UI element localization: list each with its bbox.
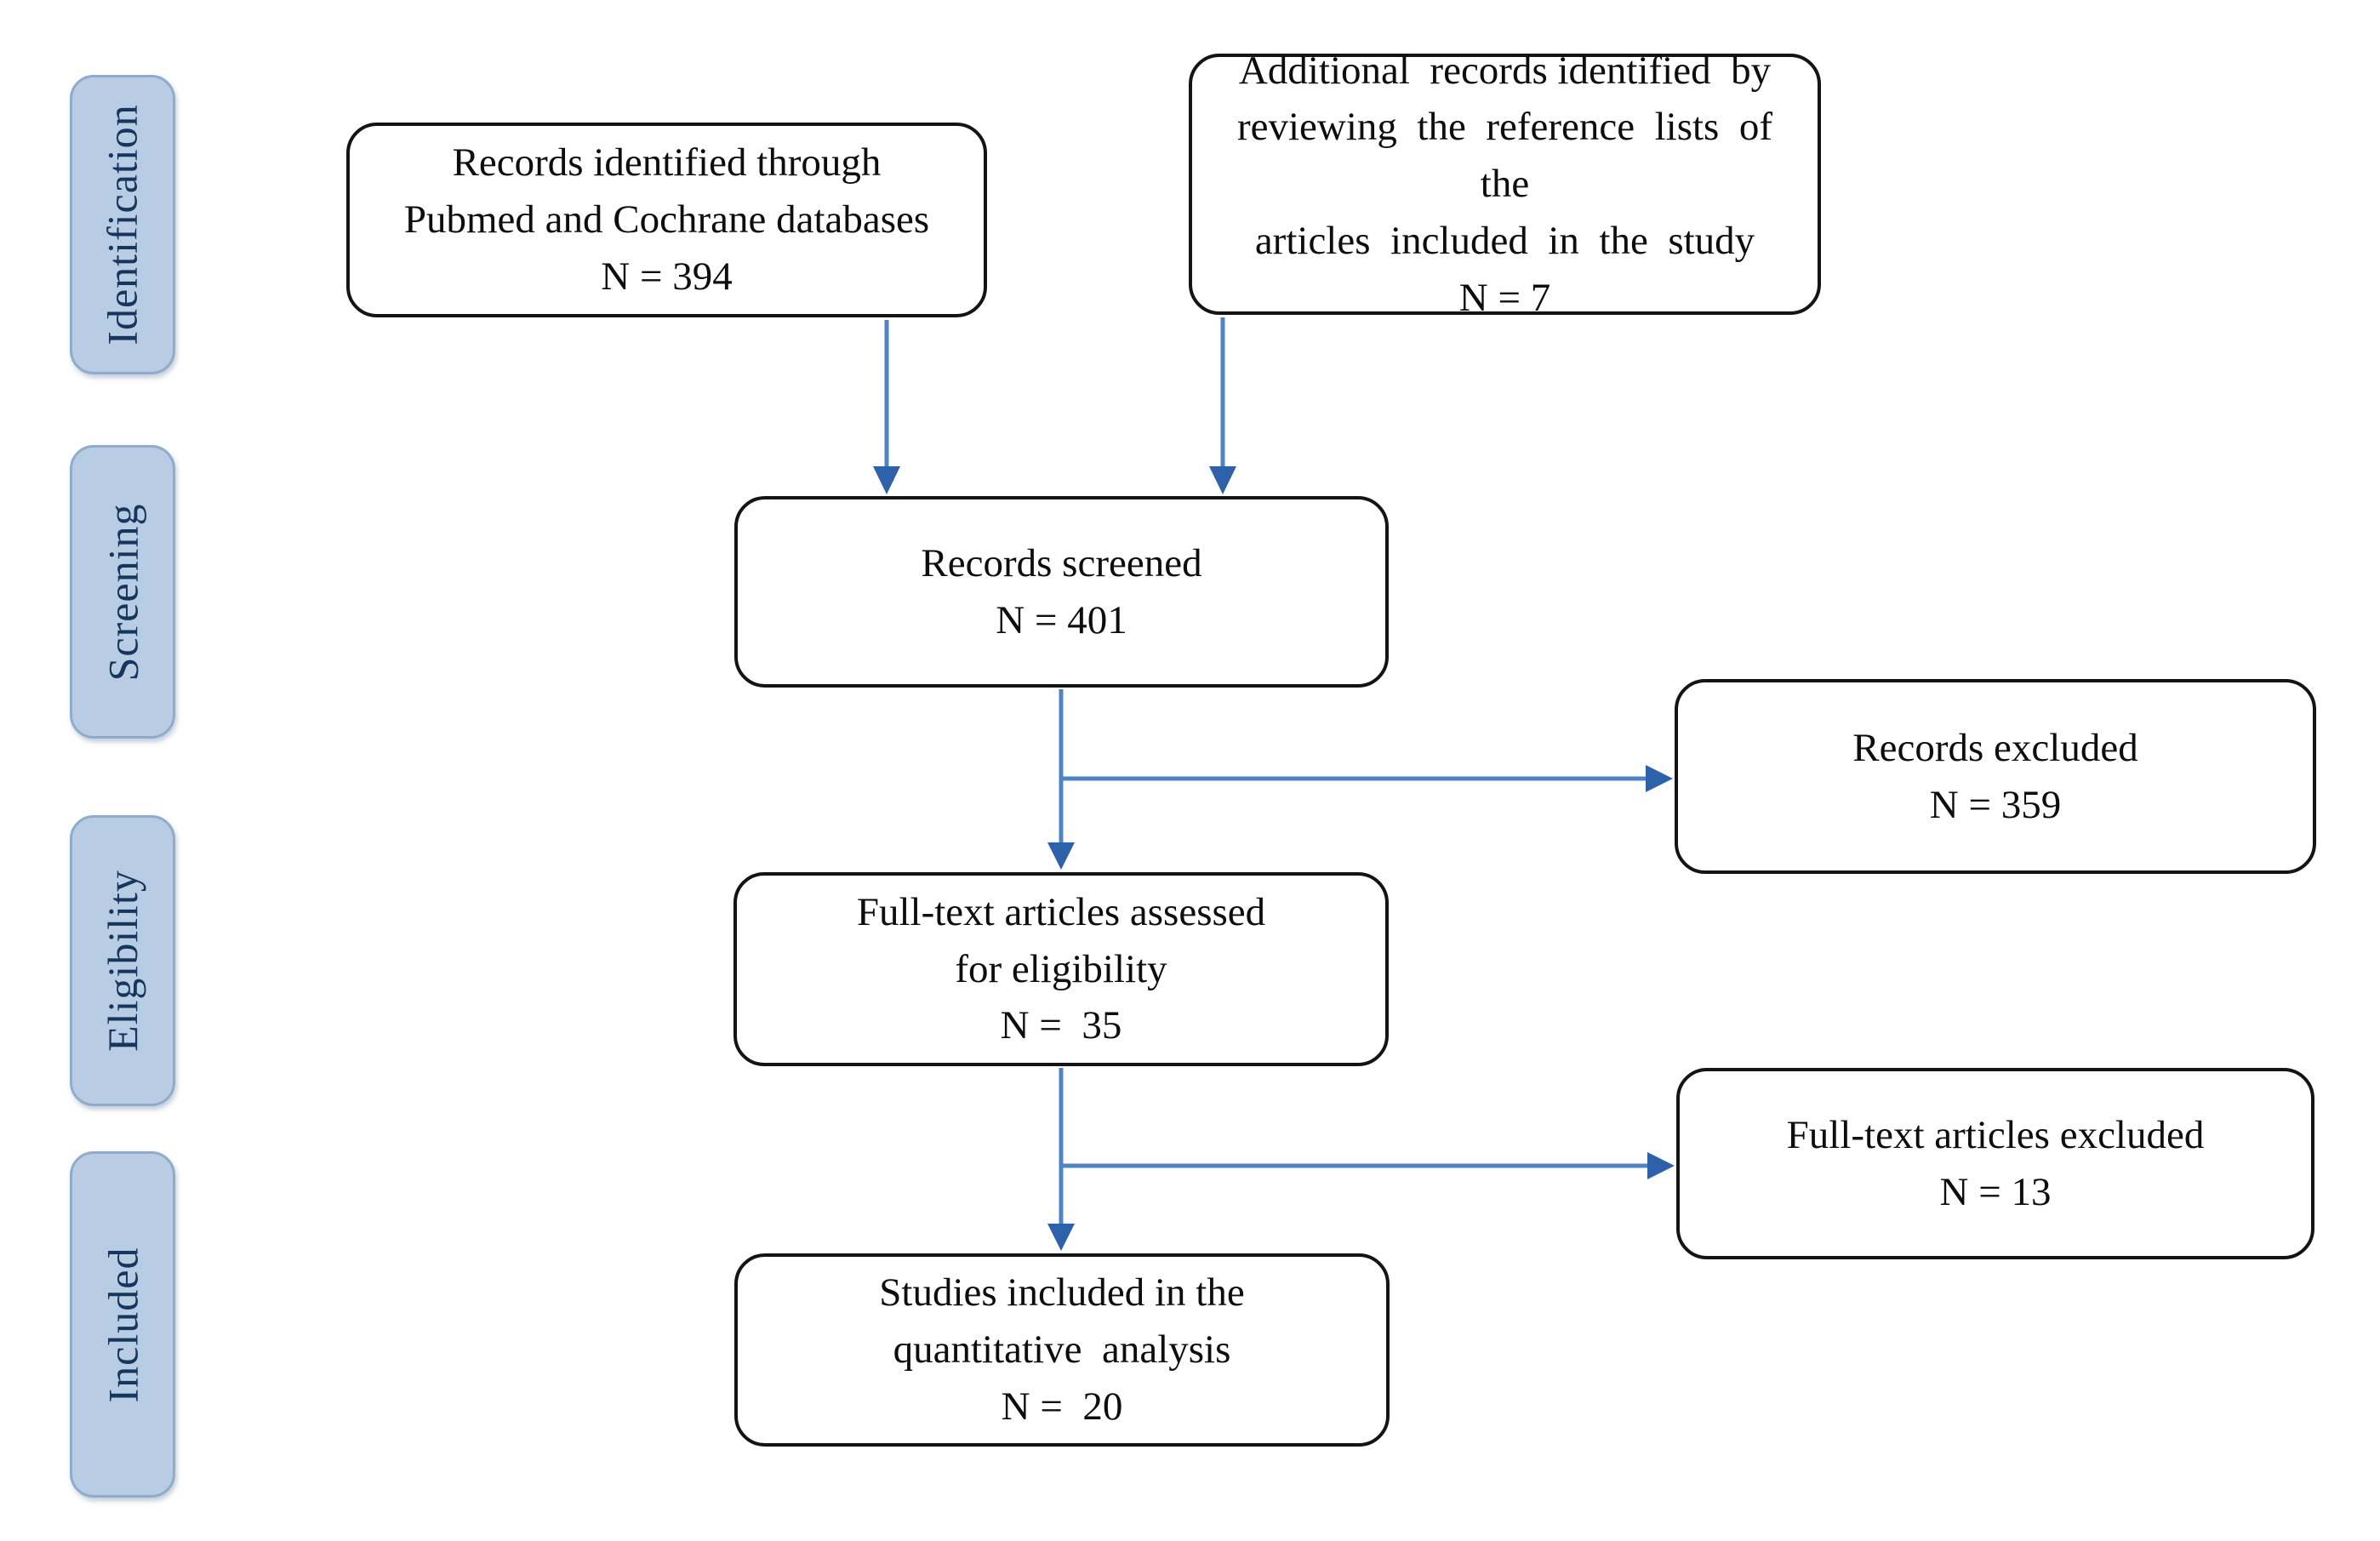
box-studies-included-count: N = 20 bbox=[1001, 1384, 1123, 1429]
box-fulltext-excluded-count: N = 13 bbox=[1939, 1169, 2052, 1214]
arrow-assessed-to-fulltext-excluded-head bbox=[1647, 1152, 1675, 1179]
box-studies-included: Studies included in the quantitative ana… bbox=[734, 1253, 1390, 1447]
arrow-assessed-to-included-head bbox=[1047, 1224, 1075, 1251]
box-records-screened-count: N = 401 bbox=[996, 597, 1127, 642]
box-fulltext-assessed-line-2: for eligibility bbox=[955, 946, 1167, 991]
stage-screening-label: Screening bbox=[99, 503, 146, 681]
arrow-screened-to-excluded-head bbox=[1646, 765, 1673, 792]
arrow-additional-to-screened-head bbox=[1209, 466, 1236, 494]
stage-eligibility-label: Eligibility bbox=[99, 870, 147, 1052]
box-records-excluded-line-1: Records excluded bbox=[1852, 725, 2138, 770]
stage-screening: Screening bbox=[70, 445, 175, 739]
box-records-excluded: Records excluded N = 359 bbox=[1675, 679, 2316, 874]
box-fulltext-assessed: Full-text articles assessed for eligibil… bbox=[733, 872, 1389, 1066]
arrow-screened-to-assessed-head bbox=[1047, 842, 1075, 870]
box-additional-records-line-1: Additional records identified by bbox=[1238, 48, 1772, 93]
arrow-identified-to-screened-head bbox=[873, 466, 900, 494]
box-studies-included-line-2: quantitative analysis bbox=[893, 1327, 1231, 1373]
box-records-identified-count: N = 394 bbox=[601, 254, 733, 299]
box-fulltext-assessed-line-1: Full-text articles assessed bbox=[856, 889, 1266, 934]
box-fulltext-assessed-count: N = 35 bbox=[1000, 1003, 1122, 1048]
box-records-identified: Records identified through Pubmed and Co… bbox=[346, 123, 987, 317]
box-records-screened-line-1: Records screened bbox=[921, 540, 1202, 585]
box-fulltext-excluded-line-1: Full-text articles excluded bbox=[1786, 1112, 2205, 1157]
box-records-excluded-count: N = 359 bbox=[1929, 782, 2062, 827]
box-records-identified-line-2: Pubmed and Cochrane databases bbox=[403, 197, 930, 243]
box-fulltext-excluded: Full-text articles excluded N = 13 bbox=[1676, 1068, 2314, 1259]
stage-eligibility: Eligibility bbox=[70, 815, 175, 1106]
stage-identification: Identification bbox=[70, 75, 175, 374]
box-additional-records-count: N = 7 bbox=[1458, 275, 1551, 320]
stage-identification-label: Identification bbox=[99, 104, 146, 345]
box-studies-included-line-1: Studies included in the bbox=[879, 1270, 1245, 1316]
box-additional-records-line-2: reviewing the reference lists of the bbox=[1236, 105, 1783, 207]
stage-included-label: Included bbox=[99, 1247, 146, 1402]
box-records-screened: Records screened N = 401 bbox=[734, 496, 1389, 688]
box-records-identified-line-1: Records identified through bbox=[452, 140, 882, 185]
stage-included: Included bbox=[70, 1151, 175, 1498]
box-additional-records-line-3: articles included in the study bbox=[1254, 218, 1755, 263]
box-additional-records: Additional records identified by reviewi… bbox=[1189, 49, 1821, 320]
